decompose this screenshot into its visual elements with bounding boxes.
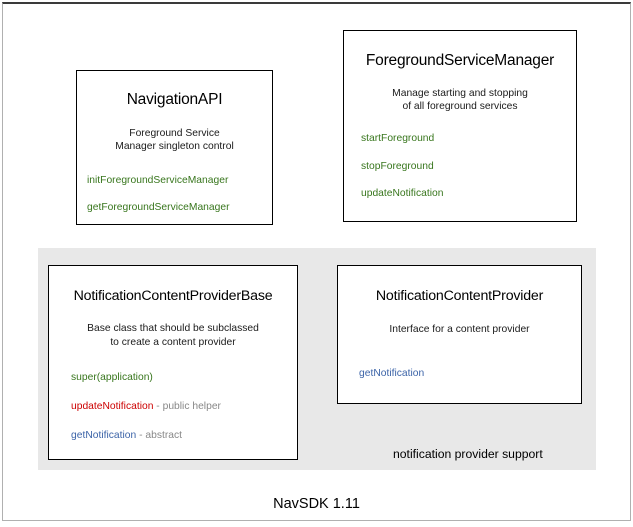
class-member[interactable]: super(application) (71, 372, 297, 384)
class-description-notification-content-provider-base: Base class that should be subclassed to … (49, 322, 297, 348)
class-member[interactable]: initForegroundServiceManager (87, 175, 272, 187)
class-member[interactable]: updateNotification (361, 188, 576, 200)
class-title-navigation-api: NavigationAPI (126, 91, 223, 108)
class-member[interactable]: startForeground (361, 133, 576, 145)
member-list-foreground-service-manager: startForeground stopForeground updateNot… (344, 133, 576, 200)
diagram-footer-label: NavSDK 1.11 (273, 496, 360, 512)
class-member[interactable]: updateNotification - public helper (71, 401, 297, 413)
member-name: updateNotification (361, 187, 444, 199)
description-line: Interface for a content provider (389, 324, 530, 336)
class-description-navigation-api: Foreground Service Manager singleton con… (77, 127, 272, 153)
description-line: Manager singleton control (115, 140, 234, 152)
class-title-notification-content-provider: NotificationContentProvider (375, 288, 544, 304)
description-line: Manage starting and stopping (392, 87, 528, 99)
class-description-foreground-service-manager: Manage starting and stopping of all fore… (344, 87, 576, 113)
class-box-notification-content-provider[interactable]: NotificationContentProvider Interface fo… (337, 265, 582, 404)
member-name: startForeground (361, 133, 435, 145)
description-line: Base class that should be subclassed (87, 323, 259, 335)
member-note: - abstract (136, 430, 183, 442)
class-title-notification-content-provider-base: NotificationContentProviderBase (73, 288, 273, 304)
description-line: to create a content provider (110, 336, 236, 348)
group-panel-caption: notification provider support (393, 447, 543, 461)
member-name: getNotification (71, 430, 137, 442)
member-name: initForegroundServiceManager (87, 175, 229, 187)
member-name: getNotification (359, 367, 425, 379)
member-name: stopForeground (361, 160, 434, 172)
class-box-foreground-service-manager[interactable]: ForegroundServiceManager Manage starting… (343, 30, 577, 222)
member-name: getForegroundServiceManager (87, 201, 230, 213)
class-title-foreground-service-manager: ForegroundServiceManager (365, 52, 555, 69)
description-line: of all foreground services (402, 100, 518, 112)
description-line: Foreground Service (129, 127, 220, 139)
member-list-notification-content-provider-base: super(application) updateNotification - … (49, 372, 297, 443)
class-member[interactable]: getNotification - abstract (71, 430, 297, 442)
class-description-notification-content-provider: Interface for a content provider (338, 323, 581, 336)
class-member[interactable]: getForegroundServiceManager (87, 202, 272, 214)
member-name: updateNotification (71, 401, 154, 413)
member-note: - public helper (153, 401, 221, 413)
class-member[interactable]: getNotification (359, 368, 581, 380)
member-name: super(application) (71, 371, 153, 383)
member-list-notification-content-provider: getNotification (338, 368, 581, 380)
class-box-notification-content-provider-base[interactable]: NotificationContentProviderBase Base cla… (48, 265, 298, 460)
class-member[interactable]: stopForeground (361, 161, 576, 173)
class-box-navigation-api[interactable]: NavigationAPI Foreground Service Manager… (76, 70, 273, 225)
member-list-navigation-api: initForegroundServiceManager getForegrou… (77, 175, 272, 214)
